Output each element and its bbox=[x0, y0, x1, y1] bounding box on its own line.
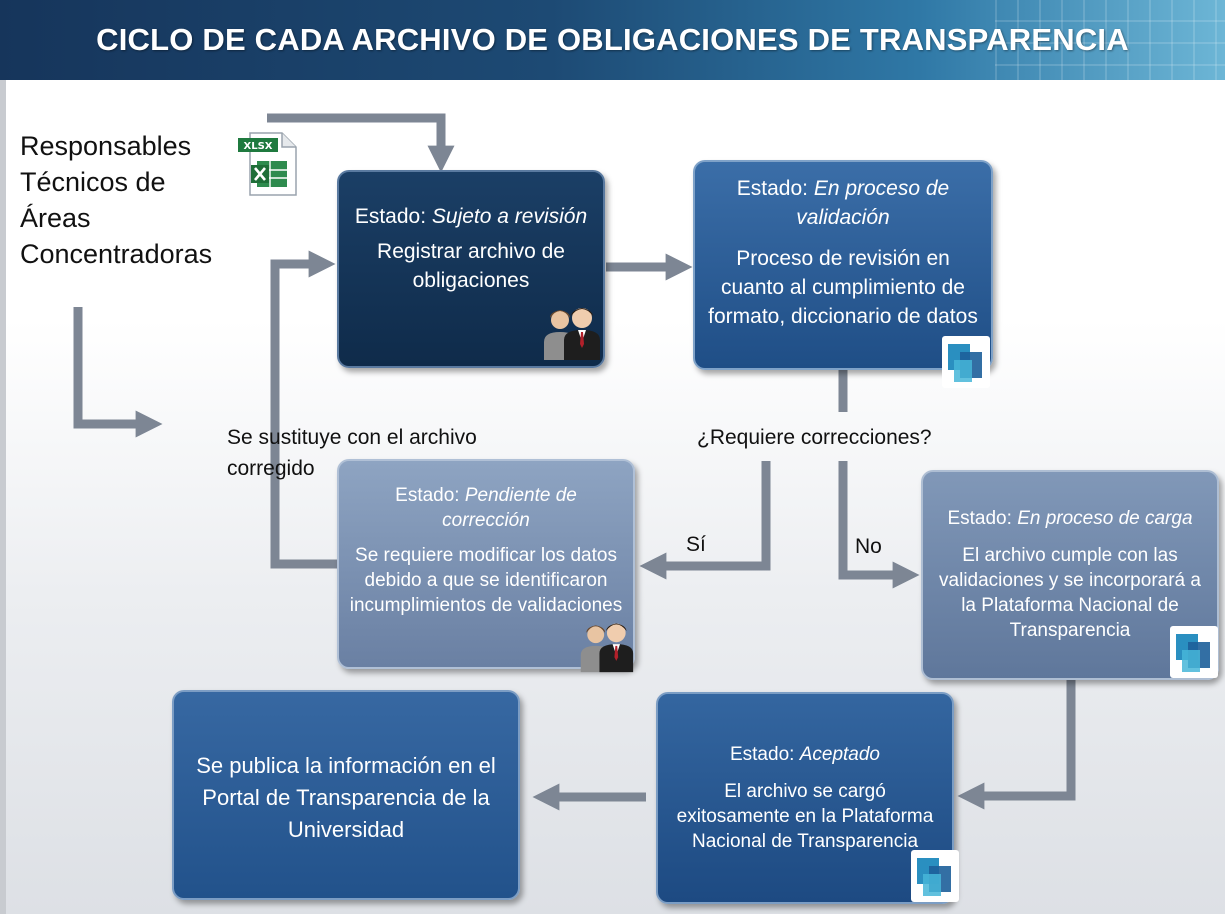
node-description: El archivo se cargó exitosamente en la P… bbox=[676, 781, 934, 852]
state-name: Pendiente de corrección bbox=[442, 485, 577, 531]
file-type-label: XLSX bbox=[244, 141, 273, 152]
node-state: Estado: En proceso de validación bbox=[707, 174, 979, 232]
state-prefix: Estado: bbox=[395, 485, 465, 506]
arrow-si-to-pendiente bbox=[639, 461, 771, 580]
arrow-actor-down bbox=[73, 307, 163, 438]
cube-logo-icon bbox=[1170, 626, 1218, 678]
node-description: Se requiere modificar los datos debido a… bbox=[349, 545, 623, 616]
excel-file-icon: XLSX bbox=[238, 132, 297, 196]
people-icon bbox=[580, 623, 634, 673]
state-prefix: Estado: bbox=[736, 177, 814, 200]
decision-no-label: No bbox=[855, 535, 882, 558]
left-border bbox=[0, 80, 6, 914]
actor-line: Responsables bbox=[20, 131, 192, 161]
state-prefix: Estado: bbox=[947, 508, 1018, 529]
actor-label: Responsables Técnicos de Áreas Concentra… bbox=[20, 128, 212, 272]
node-state: Estado: Sujeto a revisión bbox=[353, 202, 589, 231]
decision-yes-label: Sí bbox=[686, 533, 706, 556]
cube-logo-icon bbox=[911, 850, 959, 902]
arrow-carga-to-aceptado bbox=[957, 680, 1076, 810]
arrow-no-to-carga bbox=[838, 461, 920, 589]
people-icon bbox=[544, 308, 600, 360]
state-prefix: Estado: bbox=[729, 744, 800, 765]
page-title: CICLO DE CADA ARCHIVO DE OBLIGACIONES DE… bbox=[96, 22, 1129, 57]
node-en-proceso-de-carga: Estado: En proceso de carga El archivo c… bbox=[921, 470, 1219, 680]
cube-logo-icon bbox=[942, 336, 990, 388]
state-name: Sujeto a revisión bbox=[431, 205, 588, 228]
state-name: En proceso de carga bbox=[1017, 508, 1193, 529]
node-description: Se publica la información en el Portal d… bbox=[196, 753, 496, 842]
actor-line: Concentradoras bbox=[20, 239, 213, 269]
node-description: El archivo cumple con las validaciones y… bbox=[939, 545, 1201, 641]
header-banner: CICLO DE CADA ARCHIVO DE OBLIGACIONES DE… bbox=[0, 0, 1225, 80]
actor-line: Áreas bbox=[20, 203, 91, 233]
label-sustituye-text: Se sustituye con el archivo corregido bbox=[227, 426, 477, 480]
state-name: En proceso de validación bbox=[796, 177, 950, 229]
node-description: Proceso de revisión en cuanto al cumplim… bbox=[708, 247, 978, 328]
header-decoration bbox=[995, 0, 1225, 80]
state-prefix: Estado: bbox=[354, 205, 432, 228]
arrow-file-to-sujeto bbox=[267, 113, 455, 173]
state-name: Aceptado bbox=[799, 744, 880, 765]
node-description: Registrar archivo de obligaciones bbox=[377, 240, 565, 292]
node-aceptado: Estado: Aceptado El archivo se cargó exi… bbox=[656, 692, 954, 904]
node-state: Estado: Aceptado bbox=[666, 742, 944, 767]
node-pendiente-de-correccion: Estado: Pendiente de corrección Se requi… bbox=[337, 459, 635, 669]
label-sustituye: Se sustituye con el archivo corregido bbox=[227, 422, 517, 484]
actor-line: Técnicos de bbox=[20, 167, 166, 197]
arrow-pendiente-to-sujeto bbox=[270, 250, 337, 569]
node-publica-portal: Se publica la información en el Portal d… bbox=[172, 690, 520, 900]
decision-question: ¿Requiere correcciones? bbox=[697, 426, 932, 449]
node-state: Estado: Pendiente de corrección bbox=[349, 483, 623, 533]
node-state: Estado: En proceso de carga bbox=[931, 506, 1209, 531]
node-en-proceso-de-validacion: Estado: En proceso de validación Proceso… bbox=[693, 160, 993, 370]
